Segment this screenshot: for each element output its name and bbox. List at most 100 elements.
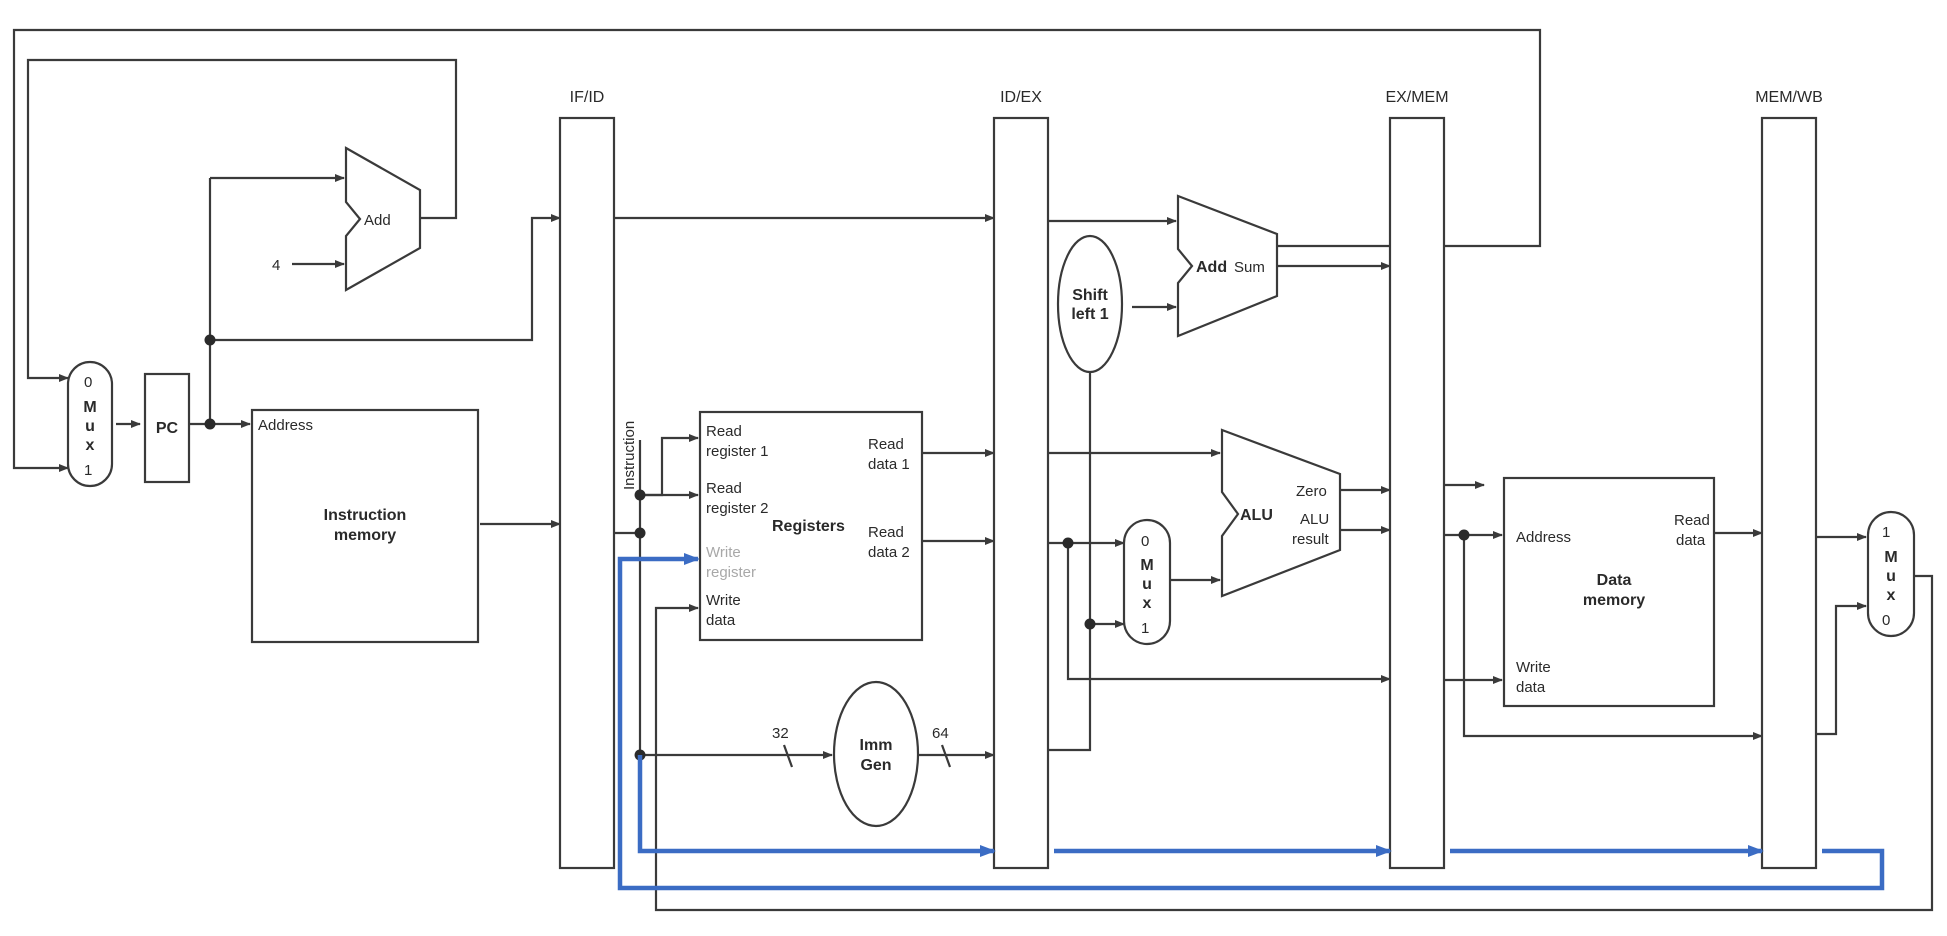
if-stage: 0 M u x 1 PC Add 4 Address Instruction m… — [66, 146, 638, 644]
wb-stage: 1 M u x 0 — [1866, 510, 1916, 638]
pc-mux — [66, 360, 114, 488]
ifid-label: IF/ID — [570, 89, 605, 106]
const-four: 4 — [272, 257, 280, 274]
memwb-label: MEM/WB — [1755, 89, 1823, 106]
pc-register — [143, 372, 191, 484]
pc-mux-m: M — [83, 399, 96, 416]
write-data-b: data — [706, 612, 736, 629]
bits-32: 32 — [772, 725, 789, 742]
blue-wire-forward — [637, 755, 996, 857]
pc-mux-in1: 1 — [84, 462, 92, 479]
dmem-read-a: Read — [1674, 512, 1710, 529]
junction-pc-2 — [204, 334, 216, 346]
junction-instr-2 — [634, 527, 646, 539]
wire-to-writedata — [654, 604, 699, 900]
immgen-line2: Gen — [860, 757, 891, 774]
read-reg1-a: Read — [706, 423, 742, 440]
pc-mux-x: x — [86, 437, 95, 454]
junction-instr-1 — [634, 489, 646, 501]
write-reg-b: register — [706, 564, 756, 581]
imem-address: Address — [258, 417, 313, 434]
id-stage: Read register 1 Read register 2 Write re… — [698, 410, 949, 828]
idex-label: ID/EX — [1000, 89, 1042, 106]
imem-title-2: memory — [334, 527, 396, 544]
add2-label: Add — [1196, 259, 1227, 276]
wire-rd2-to-exmem — [1066, 543, 1391, 683]
read-data1-b: data 1 — [868, 456, 910, 473]
wire-idex-imm — [1048, 620, 1125, 752]
shift-left-1 — [1056, 234, 1124, 374]
alu-mux-m: M — [1140, 557, 1153, 574]
pc-label: PC — [156, 420, 179, 437]
wb-mux — [1866, 510, 1916, 638]
pc-mux-u: u — [85, 418, 95, 435]
exmem-register — [1388, 116, 1446, 870]
wb-mux-m: M — [1884, 549, 1897, 566]
blue-wire-return — [617, 553, 1885, 891]
junction-rd2 — [1062, 537, 1074, 549]
wire-writeback — [654, 574, 1934, 912]
data-memory — [1502, 476, 1716, 708]
ex-stage: Shift left 1 Add Sum 0 M u x 1 ALU Zero … — [1056, 194, 1342, 646]
alu-mux-in1: 1 — [1141, 620, 1149, 637]
register-file — [698, 410, 924, 642]
alu-result-b: result — [1292, 531, 1330, 548]
read-data2-a: Read — [868, 524, 904, 541]
read-reg2-b: register 2 — [706, 500, 769, 517]
wb-mux-in0: 0 — [1882, 612, 1890, 629]
alu-mux — [1122, 518, 1172, 646]
dmem-write-a: Write — [1516, 659, 1551, 676]
shift-line2: left 1 — [1071, 306, 1108, 323]
add-label: Add — [364, 212, 391, 229]
wire-branch-target — [12, 28, 1542, 472]
alu — [1220, 428, 1342, 598]
dmem-address: Address — [1516, 529, 1571, 546]
wb-mux-u: u — [1886, 568, 1896, 585]
branch-adder — [1176, 194, 1279, 338]
instruction-memory — [250, 408, 480, 644]
exmem-label: EX/MEM — [1385, 89, 1448, 106]
bits-64: 64 — [932, 725, 949, 742]
bus-tick-32 — [782, 744, 794, 768]
imm-gen — [832, 680, 920, 828]
wb-mux-x: x — [1887, 587, 1896, 604]
dmem-write-b: data — [1516, 679, 1546, 696]
read-data2-b: data 2 — [868, 544, 910, 561]
wire-memwb-to-mux0 — [1816, 602, 1867, 736]
sum-label: Sum — [1234, 259, 1265, 276]
dmem-title-1: Data — [1597, 572, 1632, 589]
junction-pc-1 — [204, 418, 216, 430]
read-data1-a: Read — [868, 436, 904, 453]
immgen-line1: Imm — [860, 737, 893, 754]
alu-mux-x: x — [1143, 595, 1152, 612]
idex-register — [992, 116, 1050, 870]
wire-result-bypass — [1462, 535, 1763, 740]
instruction-label: Instruction — [621, 421, 638, 490]
alu-mux-in0: 0 — [1141, 533, 1149, 550]
junction-result — [1458, 529, 1470, 541]
write-reg-a: Write — [706, 544, 741, 561]
read-reg2-a: Read — [706, 480, 742, 497]
registers-title: Registers — [772, 518, 845, 535]
pc-adder — [344, 146, 422, 292]
pc-mux-in0: 0 — [84, 374, 92, 391]
wb-mux-in1: 1 — [1882, 524, 1890, 541]
write-data-a: Write — [706, 592, 741, 609]
ifid-register — [558, 116, 616, 870]
read-reg1-b: register 1 — [706, 443, 769, 460]
shift-line1: Shift — [1072, 287, 1108, 304]
write-register-path — [617, 553, 1885, 891]
bus-tick-64 — [940, 744, 952, 768]
wire-pc-plus-4 — [26, 58, 458, 382]
junction-imm — [1084, 618, 1096, 630]
mem-stage: Address Read data Data memory Write data — [1502, 476, 1716, 708]
alu-zero: Zero — [1296, 483, 1327, 500]
memwb-register — [1760, 116, 1818, 870]
dmem-title-2: memory — [1583, 592, 1645, 609]
imem-title-1: Instruction — [324, 507, 407, 524]
wire-to-readreg1 — [640, 434, 699, 497]
dmem-read-b: data — [1676, 532, 1706, 549]
alu-mux-u: u — [1142, 576, 1152, 593]
pipeline-registers: IF/ID ID/EX EX/MEM MEM/WB — [558, 89, 1823, 870]
